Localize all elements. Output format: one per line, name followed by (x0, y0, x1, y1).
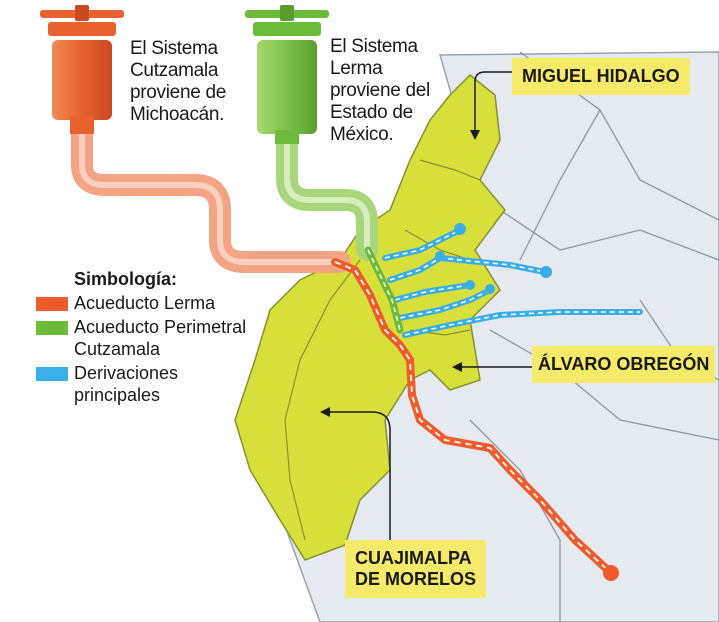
arrow-head-icon (470, 130, 480, 140)
aqueducts (331, 246, 619, 581)
label-pointers (320, 71, 535, 540)
territory-border-line (419, 159, 481, 181)
source-pipes (71, 119, 378, 273)
background-border-line (499, 209, 719, 261)
cutzamala-source-caption: El Sistema Cutzamala proviene de Michoac… (130, 38, 226, 125)
district-label-alvaro-obregon: ÁLVARO OBREGÓN (532, 346, 716, 383)
arrow-head-icon (452, 362, 462, 372)
district-label-cuajimalpa: CUAJIMALPA DE MORELOS (345, 540, 487, 598)
cutzamala-source-pipe-highlight (79, 127, 343, 265)
legend-swatch (36, 321, 68, 335)
legend-item-lerma: Acueducto Lerma (36, 292, 276, 314)
derivation-lines (382, 223, 643, 338)
lerma-aqueduct-dash (334, 261, 611, 573)
legend-label: Derivaciones principales (74, 363, 179, 405)
derivation-line (394, 284, 471, 301)
legend-item-derivations: Derivaciones principales (36, 362, 276, 406)
derivation-endpoint (465, 280, 475, 290)
district-label-miguel-hidalgo: MIGUEL HIDALGO (512, 58, 690, 95)
derivation-endpoint (540, 266, 552, 278)
lerma-aqueduct-endpoint (603, 565, 619, 581)
legend: Simbología: Acueducto Lerma Acueducto Pe… (36, 268, 276, 406)
legend-title: Simbología: (74, 269, 177, 289)
derivation-line (399, 289, 491, 319)
cuajimalpa-pointer (328, 411, 391, 540)
arrow-head-icon (320, 407, 330, 417)
derivation-line (384, 229, 461, 259)
legend-label: Acueducto Lerma (74, 293, 216, 313)
legend-label: Acueducto Perimetral Cutzamala (74, 317, 247, 359)
derivation-endpoint (435, 251, 445, 261)
derivation-endpoint (454, 223, 466, 235)
background-border-line (489, 329, 719, 441)
background-border-line (519, 109, 601, 261)
derivation-line (404, 311, 640, 336)
derivation-endpoint (485, 284, 495, 294)
cutzamala-tank-icon (40, 5, 124, 134)
legend-item-cutzamala: Acueducto Perimetral Cutzamala (36, 316, 276, 360)
territory-border-line (404, 229, 471, 261)
cutzamala-aqueduct-dash (367, 249, 401, 331)
miguel-hidalgo-pointer (474, 71, 512, 132)
lerma-tank-icon (245, 5, 329, 144)
lerma-source-pipe-highlight (284, 137, 370, 253)
legend-swatch (36, 297, 68, 311)
legend-swatch (36, 367, 68, 381)
territory-border-line (284, 259, 361, 541)
lerma-source-caption: El Sistema Lerma proviene del Estado de … (330, 36, 430, 145)
derivation-line (389, 257, 546, 281)
